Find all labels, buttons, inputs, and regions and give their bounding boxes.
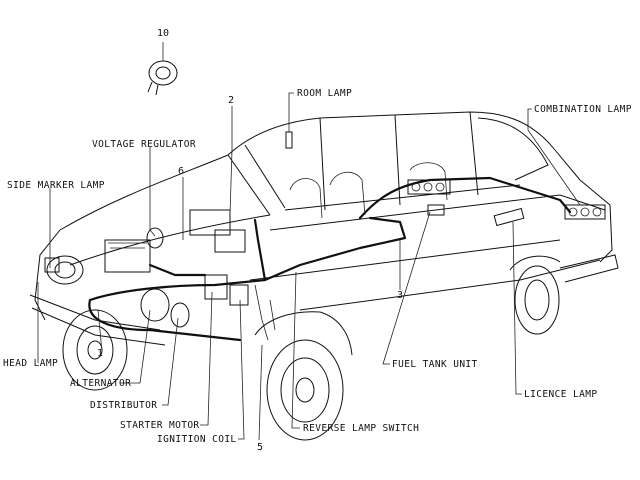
number-3: 3 <box>397 290 404 301</box>
wiring-harness <box>88 176 572 342</box>
leader-lines <box>37 42 581 441</box>
label-starter-motor: STARTER MOTOR <box>120 420 200 431</box>
label-voltage-regulator: VOLTAGE REGULATOR <box>92 139 197 150</box>
rear-left-wheel <box>254 311 353 441</box>
number-1: 1 <box>97 348 104 359</box>
room-lamp-shape <box>285 131 293 149</box>
label-licence-lamp: LICENCE LAMP <box>524 389 598 400</box>
label-combination-lamp: COMBINATION LAMP <box>534 104 632 115</box>
label-head-lamp: HEAD LAMP <box>3 358 59 369</box>
label-side-marker-lamp: SIDE MARKER LAMP <box>7 180 105 191</box>
rear-lamps <box>407 179 606 227</box>
label-room-lamp: ROOM LAMP <box>297 88 353 99</box>
number-6: 6 <box>178 166 185 177</box>
label-ignition-coil: IGNITION COIL <box>157 434 237 445</box>
rear-right-wheel <box>509 255 561 335</box>
label-distributor: DISTRIBUTOR <box>90 400 158 411</box>
number-10: 10 <box>157 28 170 39</box>
seats <box>289 162 448 219</box>
engine-bay <box>44 209 249 328</box>
label-reverse-lamp-switch: REVERSE LAMP SWITCH <box>303 423 420 434</box>
label-fuel-tank-unit: FUEL TANK UNIT <box>392 359 478 370</box>
label-alternator: ALTERNATOR <box>70 378 132 389</box>
number-5: 5 <box>257 442 264 453</box>
number-2: 2 <box>228 95 235 106</box>
component-10 <box>147 60 178 96</box>
